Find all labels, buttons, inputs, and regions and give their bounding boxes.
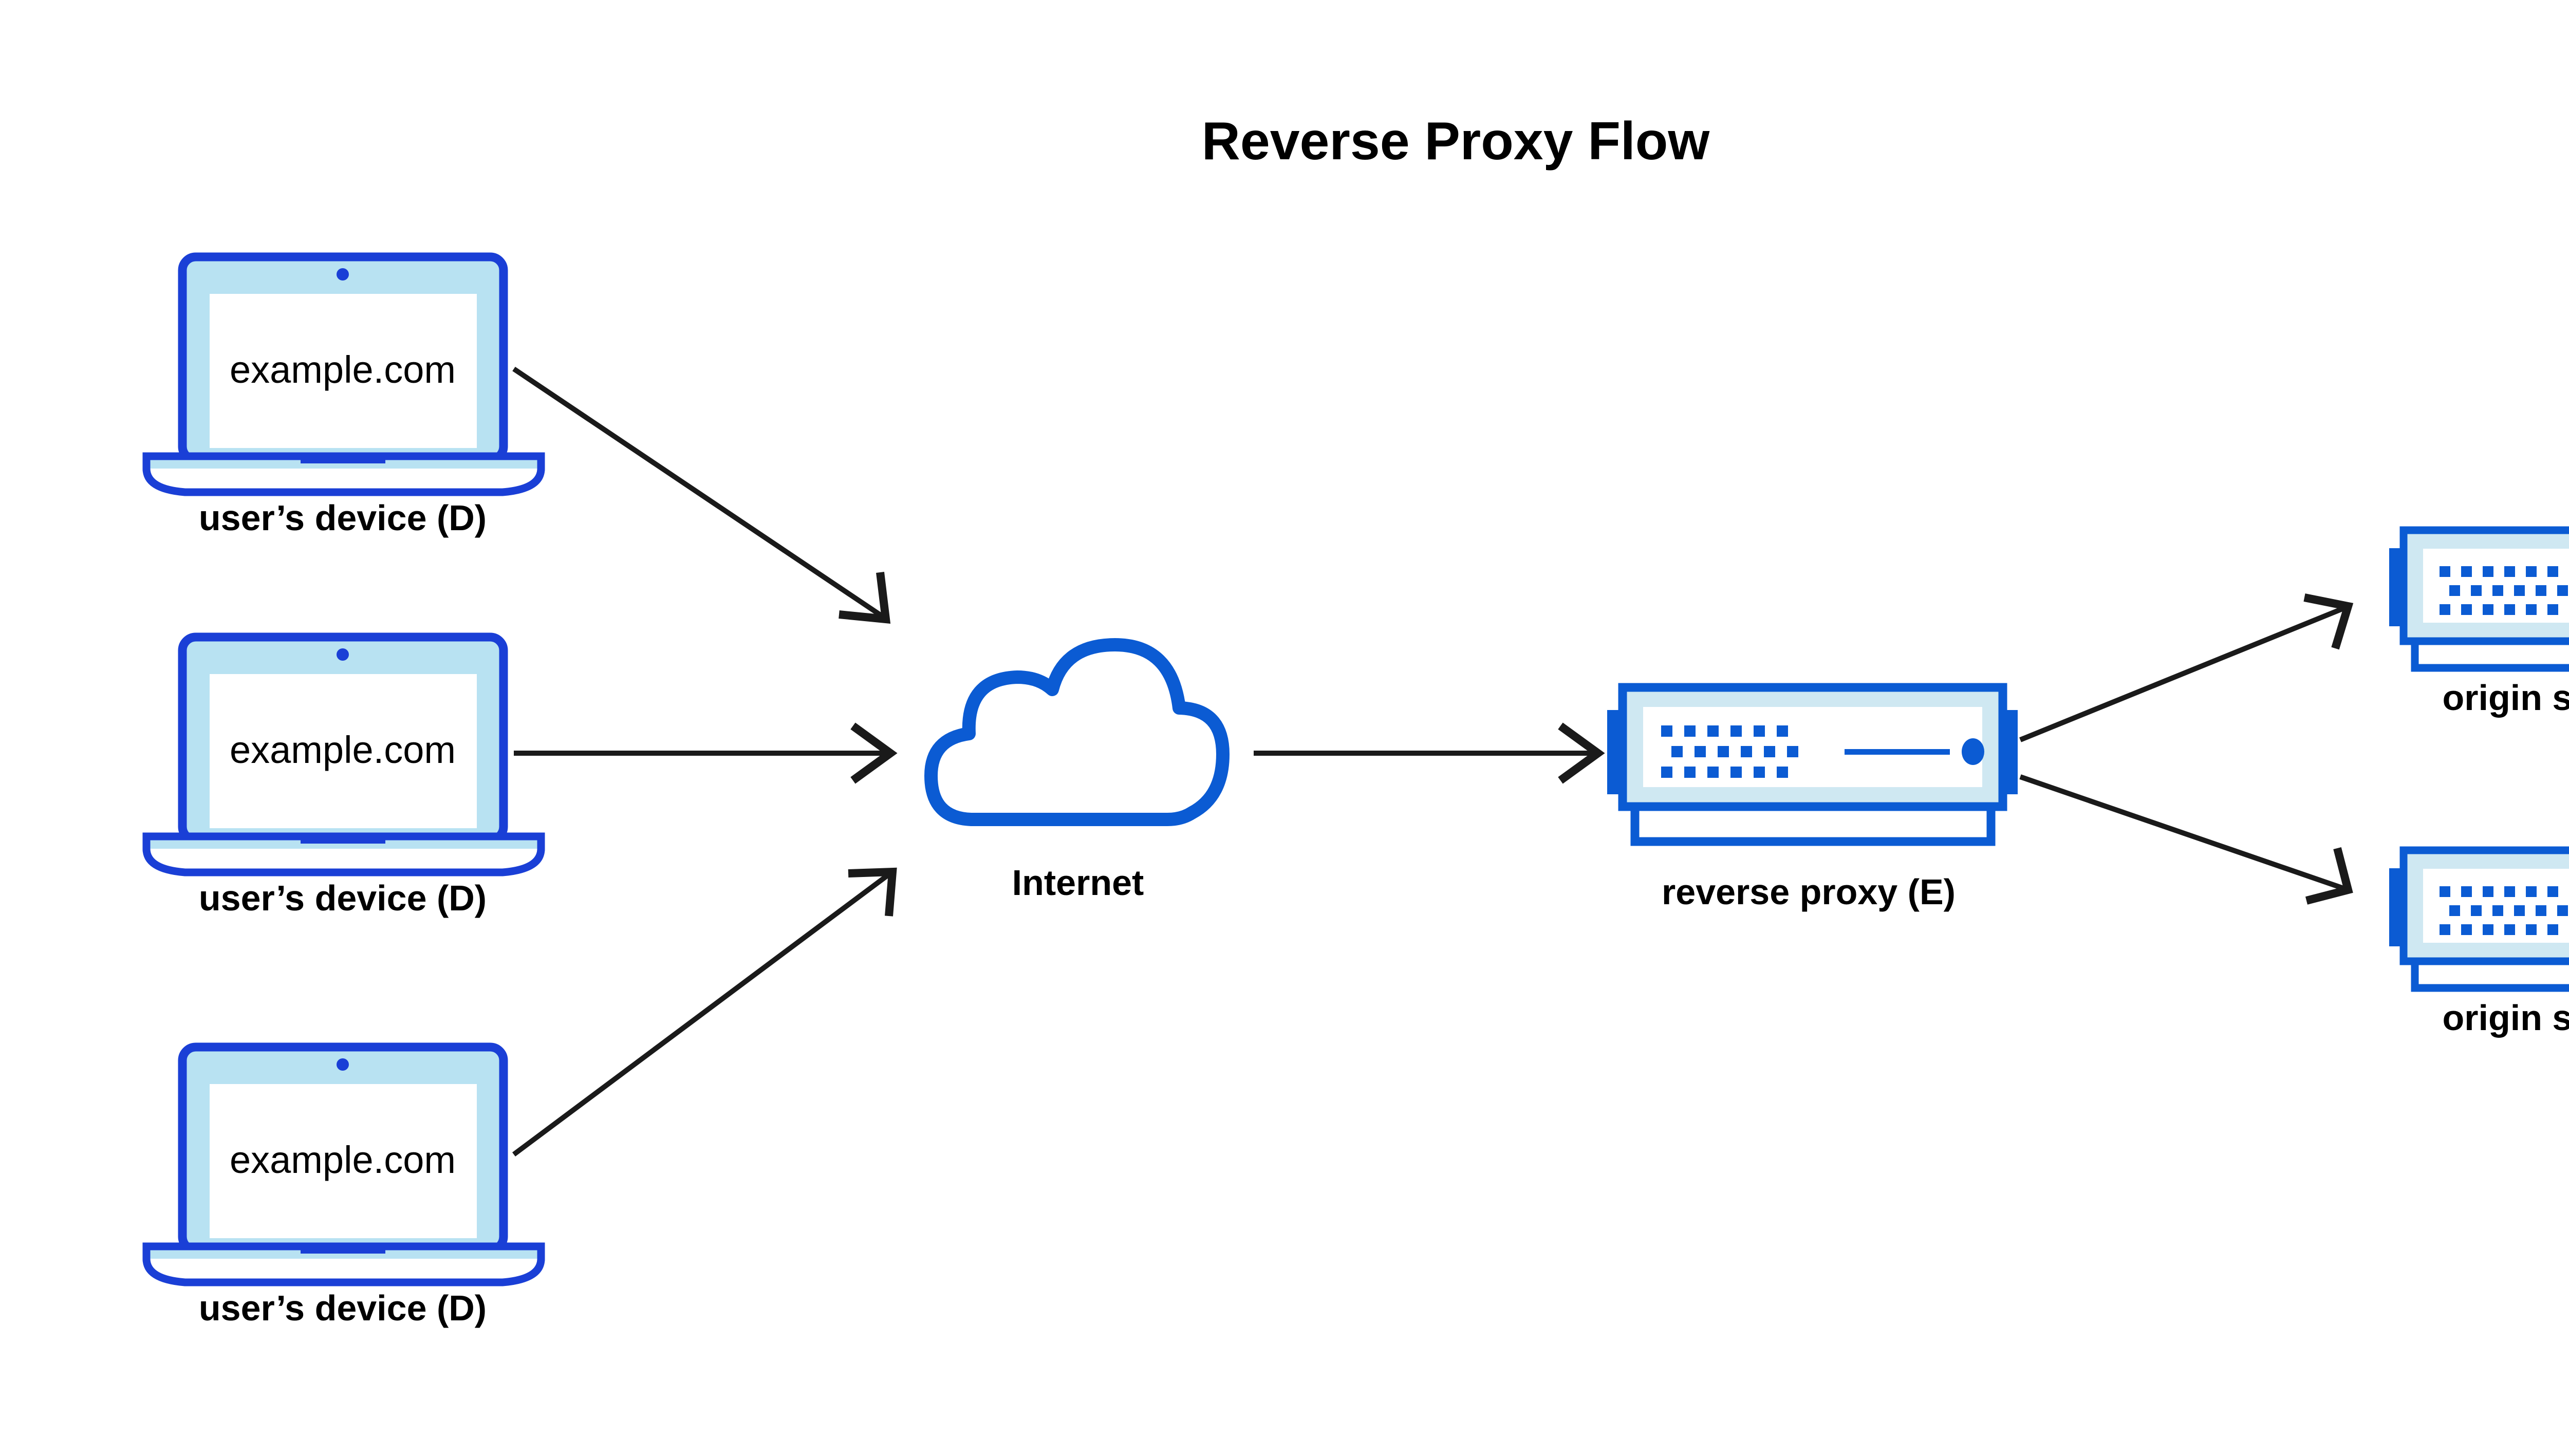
laptop-camera-icon [337,1058,349,1071]
cloud-icon [924,638,1230,826]
origin-server-label: origin server (F) [2443,678,2569,718]
arrow-device1-to-cloud [512,366,891,624]
laptop-base-lip [142,468,545,496]
page-title: Reverse Proxy Flow [1202,111,1710,171]
internet-cloud[interactable]: Internet [924,638,1230,903]
laptop-screen [210,294,477,448]
laptop-icon [142,252,545,496]
laptop-trackpad-notch [301,1246,385,1254]
device-label: user’s device (D) [199,878,487,918]
reverse-proxy-label: reverse proxy (E) [1662,872,1956,912]
user-device-3[interactable]: example.com user’s device (D) [142,1042,545,1328]
reverse-proxy[interactable]: reverse proxy (E) [1607,683,2018,912]
origin-server-1[interactable]: origin server (F) [2389,526,2569,718]
laptop-trackpad-notch [301,456,385,463]
laptop-trackpad-notch [301,836,385,844]
device-label: user’s device (D) [199,1288,487,1328]
laptop-base-lip [142,1258,545,1286]
arrow-device2-to-cloud [514,722,898,784]
user-device-1[interactable]: example.com user’s device (D) [142,252,545,538]
laptop-base-lip [142,848,545,876]
origin-server-label: origin server (F) [2443,998,2569,1038]
server-shelf [2411,958,2569,992]
server-shelf [1630,804,1996,846]
laptop-camera-icon [337,648,349,661]
laptop-screen [210,1084,477,1238]
device-label: user’s device (D) [199,498,487,538]
device-screen-text: example.com [230,729,456,771]
user-device-2[interactable]: example.com user’s device (D) [142,632,545,918]
arrow-proxy-to-origin1 [2019,593,2354,742]
server-ports-icon [2440,566,2568,615]
arrow-cloud-to-proxy [1254,722,1605,784]
device-screen-text: example.com [230,348,456,391]
server-status-line-icon [1845,749,1950,755]
server-led-icon [1962,738,1984,765]
server-ports-icon [2440,886,2568,935]
laptop-screen [210,674,477,828]
origin-server-2[interactable]: origin server (F) [2389,846,2569,1038]
cloud-label: Internet [1012,863,1144,903]
laptop-camera-icon [337,268,349,281]
device-screen-text: example.com [230,1138,456,1181]
arrow-proxy-to-origin2 [2019,774,2353,905]
server-shelf [2411,638,2569,672]
laptop-icon [142,1042,545,1286]
server-ports-icon [1661,725,1798,778]
laptop-icon [142,632,545,876]
arrow-device3-to-cloud [512,867,897,1157]
